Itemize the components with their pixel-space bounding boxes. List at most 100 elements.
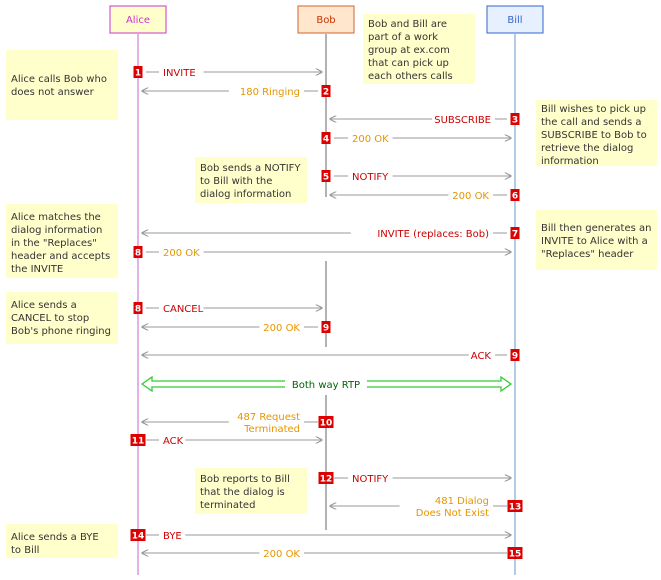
badge-number: 11 (132, 437, 145, 447)
step-number-badge: 10 (318, 416, 334, 429)
message-label: ACK (163, 436, 184, 447)
bob-header-box (297, 5, 355, 34)
message-label: BYE (163, 531, 182, 542)
badge-background (510, 189, 520, 201)
note-background (195, 468, 307, 514)
bob-participant: Bob (297, 5, 355, 34)
step-number-badge: 13 (507, 500, 523, 513)
step-number-badge: 2 (321, 85, 331, 98)
message-label-background (159, 433, 186, 448)
message-label-background (159, 301, 204, 316)
badge-background (133, 302, 143, 314)
badge-background (130, 529, 146, 541)
badge-background (133, 66, 143, 78)
badge-background (510, 349, 520, 361)
badge-background (133, 246, 143, 258)
alice-header-box (109, 5, 167, 34)
badge-number: 8 (135, 249, 141, 259)
message: NOTIFY 12 (318, 471, 512, 486)
message: ACK 11 (130, 433, 323, 448)
alice-participant: Alice (109, 5, 167, 34)
message-label: INVITE (163, 68, 196, 79)
step-number-badge: 12 (318, 472, 334, 485)
badge-number: 9 (323, 324, 329, 334)
badge-number: 15 (509, 550, 522, 560)
message-label: 200 OK (263, 323, 300, 334)
step-number-badge: 4 (321, 132, 331, 145)
step-number-badge: 11 (130, 434, 146, 447)
badge-background (510, 113, 520, 125)
message: BYE 14 (130, 528, 512, 543)
badge-background (318, 472, 334, 484)
message-label: 200 OK (163, 248, 200, 259)
badge-background (130, 434, 146, 446)
badge-number: 13 (509, 503, 522, 513)
message-label-background (159, 65, 204, 80)
note-background (363, 14, 475, 84)
message-label-background (259, 320, 304, 335)
message-label-background (348, 471, 393, 486)
note-background (6, 204, 118, 278)
message-label: INVITE (replaces: Bob) (377, 229, 489, 240)
message: 200 OK 8 (133, 245, 512, 260)
message: 200 OK4 (321, 131, 512, 146)
step-number-badge: 5 (321, 170, 331, 183)
note-background (6, 50, 118, 120)
message-label-background (348, 131, 393, 146)
message-label: SUBSCRIBE (434, 115, 491, 126)
step-number-badge: 8 (133, 246, 143, 259)
badge-background (321, 132, 331, 144)
message: Both way RTP (140, 375, 513, 393)
bill-header-box (486, 5, 544, 34)
badge-number: 7 (512, 230, 518, 240)
badge-number: 9 (512, 352, 518, 362)
message-label-background (399, 492, 493, 519)
message-label-background (348, 169, 393, 184)
badge-background (321, 170, 331, 182)
note-background (6, 292, 118, 344)
step-number-badge: 8 (133, 302, 143, 315)
badge-number: 4 (323, 135, 329, 145)
badge-number: 2 (323, 88, 329, 98)
rtp-label-background (285, 377, 367, 391)
bill-participant: Bill (486, 5, 544, 34)
message-label-background (350, 226, 493, 241)
step-number-badge: 7 (510, 227, 520, 240)
step-number-badge: 15 (507, 547, 523, 560)
step-number-badge: 1 (133, 66, 143, 79)
note-background (536, 100, 657, 166)
alice-header-label: Alice (126, 15, 150, 26)
badge-background (507, 500, 523, 512)
note-background (6, 524, 118, 558)
bill-header-label: Bill (507, 15, 522, 26)
step-number-badge: 14 (130, 529, 146, 542)
message-label: NOTIFY (352, 474, 389, 485)
badge-number: 12 (320, 475, 333, 485)
badge-number: 8 (135, 305, 141, 315)
message-label-background (228, 84, 304, 99)
message-label-background (432, 112, 495, 127)
message-label-background (159, 528, 186, 543)
